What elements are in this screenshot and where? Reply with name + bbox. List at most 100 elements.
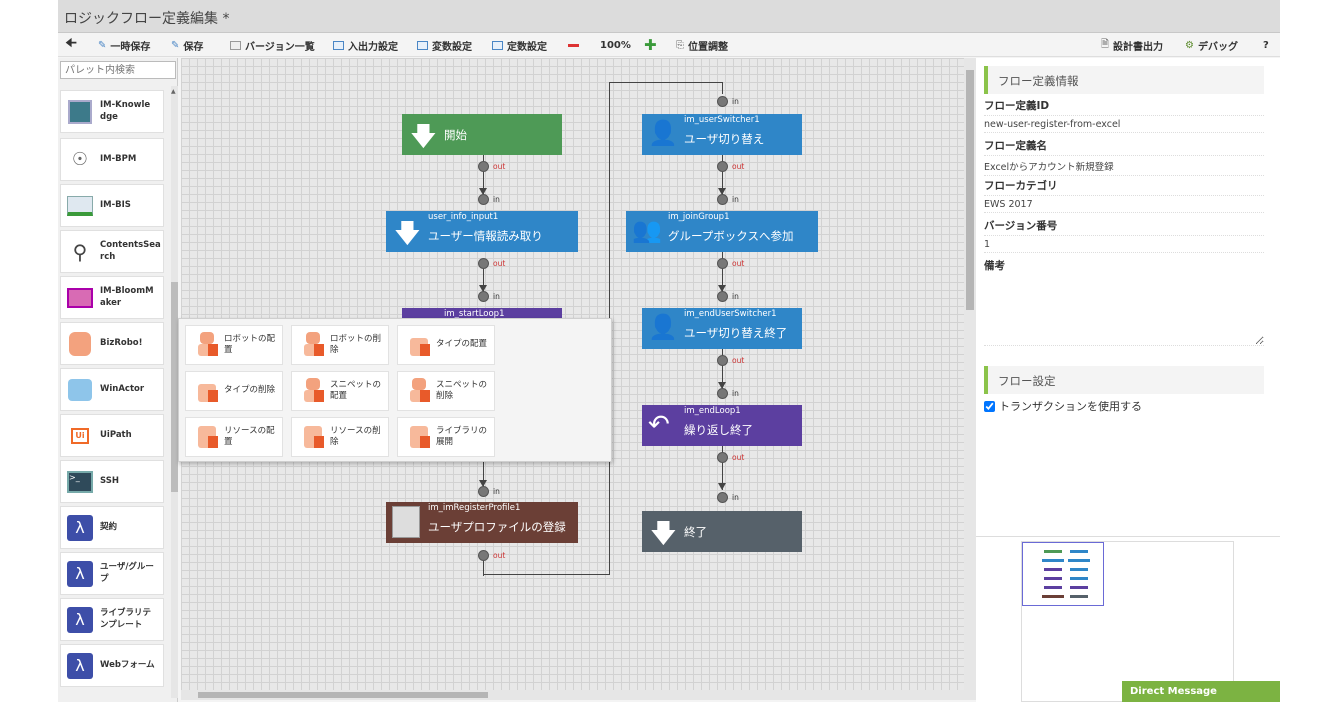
palette-item-uipath[interactable]: Ui UiPath	[60, 414, 164, 457]
port-in[interactable]	[478, 194, 489, 205]
profile-card-icon	[392, 506, 420, 538]
port-out[interactable]	[717, 452, 728, 463]
resource-icon	[302, 424, 324, 450]
palette-item-im-bpm[interactable]: ☉ IM-BPM	[60, 138, 164, 181]
zoom-in-button[interactable]: ✚	[644, 36, 657, 54]
flow-node-end[interactable]: 🡇 終了	[642, 511, 802, 552]
flow-node-user-info-input[interactable]: 🡇 user_info_input1 ユーザー情報読み取り	[386, 211, 578, 252]
port-in[interactable]	[478, 486, 489, 497]
debug-button[interactable]: ⚙ デバッグ	[1185, 39, 1238, 53]
temp-save-button[interactable]: ✎ 一時保存	[98, 39, 151, 53]
popup-item-robot-deploy[interactable]: ロボットの配置	[185, 325, 283, 365]
pen-icon: ✎	[171, 39, 180, 51]
port-out[interactable]	[717, 258, 728, 269]
palette-item-im-bis[interactable]: IM-BIS	[60, 184, 164, 227]
flow-node-user-switcher[interactable]: 👤 im_userSwitcher1 ユーザ切り替え	[642, 114, 802, 155]
save-button[interactable]: ✎ 保存	[171, 39, 204, 53]
acrobat-icon: λ	[67, 606, 93, 633]
port-out[interactable]	[478, 550, 489, 561]
scroll-up-icon[interactable]: ▲	[171, 88, 176, 95]
port-in[interactable]	[717, 194, 728, 205]
minimap[interactable]	[1021, 541, 1234, 702]
acrobat-icon: λ	[67, 560, 93, 587]
flow-version-label: バージョン番号	[984, 218, 1264, 236]
loop-arrow-icon: ↶	[648, 410, 670, 440]
popup-item-resource-delete[interactable]: リソースの削除	[291, 417, 389, 457]
popup-item-snippet-deploy[interactable]: スニペットの配置	[291, 371, 389, 411]
flow-canvas[interactable]: 🡇 開始 out in 🡇 user_info_input1 ユーザー情報読み取…	[181, 58, 976, 694]
palette-item-user-group[interactable]: λ ユーザ/グループ	[60, 552, 164, 595]
bug-icon: ⚙	[1185, 39, 1194, 51]
popup-item-robot-delete[interactable]: ロボットの削除	[291, 325, 389, 365]
variable-settings-button[interactable]: 変数設定	[417, 37, 472, 53]
connector	[483, 574, 610, 575]
im-bloommaker-icon	[65, 284, 95, 312]
canvas-vertical-scrollbar-thumb[interactable]	[966, 70, 974, 310]
palette-item-webform[interactable]: λ Webフォーム	[60, 644, 164, 687]
flow-node-join-group[interactable]: 👥 im_joinGroup1 グループボックスへ参加	[626, 211, 818, 252]
flow-note-label: 備考	[984, 260, 1005, 272]
constant-settings-button[interactable]: 定数設定	[492, 37, 547, 53]
palette-item-library-template[interactable]: λ ライブラリテンプレート	[60, 598, 164, 641]
panel-divider	[976, 536, 1280, 537]
arrow-left-icon: 🠈	[65, 36, 78, 51]
flow-node-end-loop[interactable]: ↶ im_endLoop1 繰り返し終了	[642, 405, 802, 446]
flow-note-textarea[interactable]	[984, 276, 1264, 346]
palette-item-contents-search[interactable]: ⚲ ContentsSearch	[60, 230, 164, 273]
popup-item-resource-deploy[interactable]: リソースの配置	[185, 417, 283, 457]
minimap-viewport[interactable]	[1022, 542, 1104, 606]
flow-category-label: フローカテゴリ	[984, 178, 1264, 196]
canvas-horizontal-scrollbar[interactable]	[181, 690, 976, 700]
palette-search-input[interactable]	[60, 61, 176, 79]
arrow-down-icon: 🡇	[650, 519, 677, 549]
port-in[interactable]	[717, 492, 728, 503]
version-list-button[interactable]: バージョン一覧	[230, 37, 315, 53]
port-in[interactable]	[478, 291, 489, 302]
io-settings-button[interactable]: 入出力設定	[333, 37, 398, 53]
port-out[interactable]	[717, 161, 728, 172]
palette-item-im-knowledge[interactable]: IM-Knowledge	[60, 90, 164, 133]
palette-item-contract[interactable]: λ 契約	[60, 506, 164, 549]
help-button[interactable]: ?	[1263, 39, 1269, 51]
back-button[interactable]: 🠈	[65, 36, 81, 53]
port-in[interactable]	[717, 96, 728, 107]
port-in[interactable]	[717, 291, 728, 302]
toolbar: 🠈 ✎ 一時保存 ✎ 保存 バージョン一覧 入出力設定 変数設定 定数設定	[58, 33, 1280, 57]
connector	[722, 446, 723, 490]
canvas-horizontal-scrollbar-thumb[interactable]	[198, 692, 488, 698]
transaction-checkbox[interactable]	[984, 400, 995, 412]
palette-item-winactor[interactable]: WinActor	[60, 368, 164, 411]
popup-item-type-deploy[interactable]: タイプの配置	[397, 325, 495, 365]
acrobat-icon: λ	[67, 652, 93, 679]
palette-item-im-bloommaker[interactable]: IM-BloomMaker	[60, 276, 164, 319]
window-title: ロジックフロー定義編集 *	[64, 11, 230, 27]
port-out[interactable]	[478, 258, 489, 269]
user-switch-icon: 👤	[648, 119, 678, 147]
flow-version-value: 1	[984, 239, 1264, 253]
connector	[483, 560, 484, 576]
port-out[interactable]	[717, 355, 728, 366]
palette-item-ssh[interactable]: >_ SSH	[60, 460, 164, 503]
transaction-checkbox-row[interactable]: トランザクションを使用する	[984, 398, 1142, 414]
direct-message-button[interactable]: Direct Message	[1122, 681, 1280, 702]
properties-panel: フロー定義情報 フロー定義ID new-user-register-from-e…	[976, 58, 1280, 702]
plus-icon: ✚	[644, 36, 657, 54]
align-button[interactable]: ⎘ 位置調整	[676, 39, 728, 53]
flow-node-end-user-switcher[interactable]: 👤 im_endUserSwitcher1 ユーザ切り替え終了	[642, 308, 802, 349]
zoom-out-button[interactable]	[568, 37, 579, 53]
popup-item-type-delete[interactable]: タイプの削除	[185, 371, 283, 411]
connector	[609, 82, 722, 83]
port-out[interactable]	[478, 161, 489, 172]
flow-node-register-profile[interactable]: im_imRegisterProfile1 ユーザプロファイルの登録	[386, 502, 578, 543]
palette-item-bizrobo[interactable]: BizRobo!	[60, 322, 164, 365]
window-icon	[333, 40, 344, 50]
popup-item-library-deploy[interactable]: ライブラリの展開	[397, 417, 495, 457]
connector	[483, 171, 484, 196]
design-doc-button[interactable]: 🗎 設計書出力	[1101, 38, 1164, 53]
flow-node-start[interactable]: 🡇 開始	[402, 114, 562, 155]
palette-scrollbar-thumb[interactable]	[171, 282, 178, 492]
flow-settings-section-title: フロー設定	[984, 366, 1264, 394]
popup-item-snippet-delete[interactable]: スニペットの削除	[397, 371, 495, 411]
window-icon	[230, 40, 241, 50]
port-in[interactable]	[717, 388, 728, 399]
